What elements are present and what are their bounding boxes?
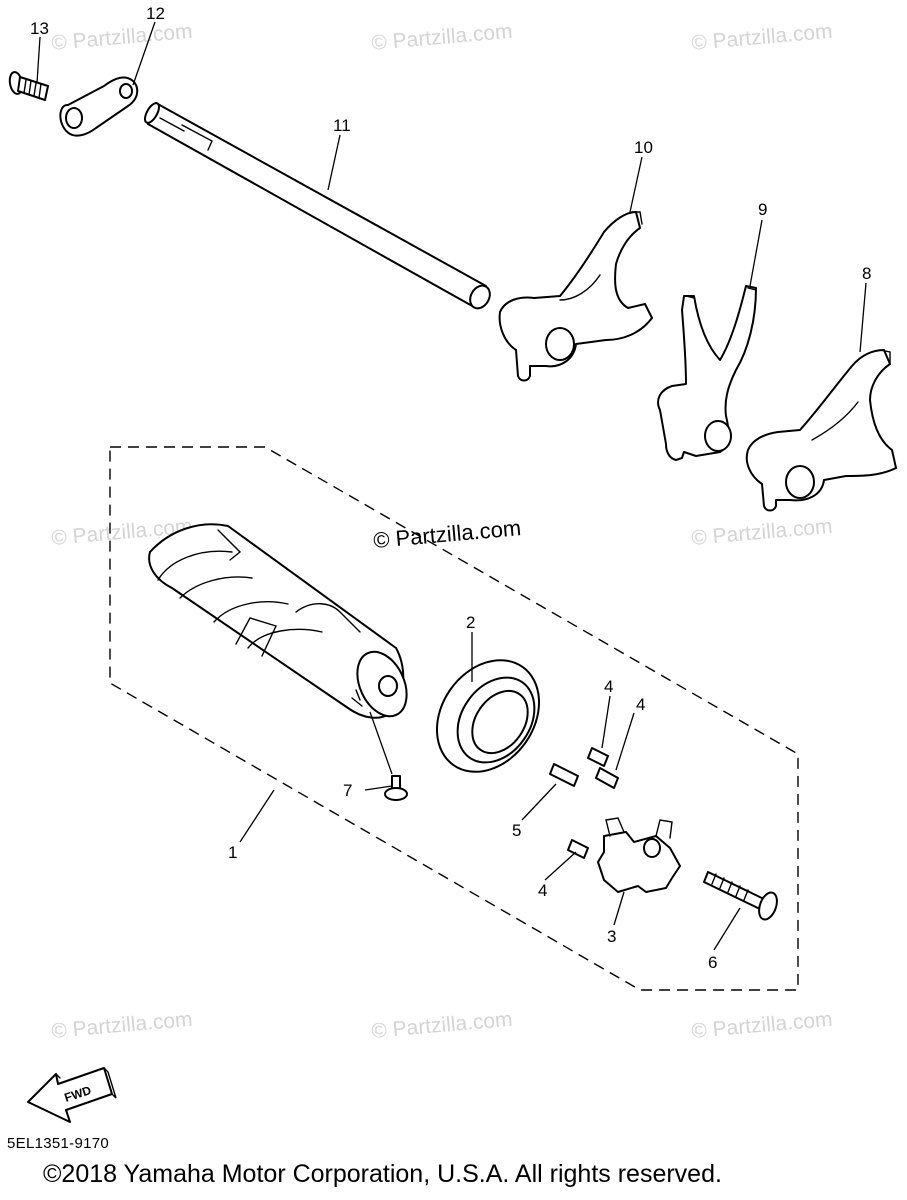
part-3-segment bbox=[597, 817, 681, 893]
part-10-shift-fork bbox=[498, 211, 653, 382]
watermark: © Partzilla.com bbox=[50, 20, 193, 55]
callout-4: 4 bbox=[538, 881, 547, 900]
part-9-shift-fork bbox=[657, 285, 757, 461]
callout-6: 6 bbox=[708, 953, 717, 972]
part-8-shift-fork bbox=[745, 349, 897, 512]
watermark: © Partzilla.com bbox=[370, 1008, 513, 1043]
watermark: © Partzilla.com bbox=[690, 1008, 833, 1043]
leader-lines bbox=[36, 21, 867, 951]
watermark: © Partzilla.com bbox=[690, 20, 833, 55]
callout-labels: 13 12 11 10 9 8 2 4 4 5 4 3 6 7 1 bbox=[30, 4, 871, 972]
part-1-shift-drum bbox=[148, 523, 408, 719]
diagram-code: 5EL1351-9170 bbox=[7, 1135, 110, 1152]
fwd-arrow-icon: FWD bbox=[27, 1067, 117, 1123]
watermark: © Partzilla.com bbox=[370, 20, 513, 55]
part-12-lever bbox=[59, 76, 139, 137]
callout-5: 5 bbox=[512, 821, 521, 840]
part-2-bearing bbox=[435, 659, 541, 773]
watermark-layer: © Partzilla.com © Partzilla.com © Partzi… bbox=[50, 20, 833, 1043]
callout-4: 4 bbox=[636, 695, 645, 714]
callout-1: 1 bbox=[228, 843, 237, 862]
part-7-bolt bbox=[384, 775, 408, 801]
callout-7: 7 bbox=[343, 781, 352, 800]
callout-9: 9 bbox=[758, 200, 767, 219]
callout-10: 10 bbox=[634, 138, 653, 157]
callout-4: 4 bbox=[604, 677, 613, 696]
part-6-screw bbox=[703, 871, 778, 921]
part-13-screw bbox=[8, 71, 49, 101]
watermark: © Partzilla.com bbox=[50, 1008, 193, 1043]
callout-2: 2 bbox=[466, 613, 475, 632]
part-11-guide-bar bbox=[144, 102, 491, 310]
part-5-pin bbox=[549, 763, 579, 787]
assembly-outline bbox=[109, 446, 799, 991]
callout-8: 8 bbox=[862, 264, 871, 283]
callout-12: 12 bbox=[146, 4, 165, 23]
copyright-notice: ©2018 Yamaha Motor Corporation, U.S.A. A… bbox=[43, 1160, 722, 1188]
callout-11: 11 bbox=[333, 116, 351, 135]
watermark-center: © Partzilla.com bbox=[372, 515, 522, 553]
callout-3: 3 bbox=[607, 927, 616, 946]
watermark: © Partzilla.com bbox=[690, 515, 833, 550]
callout-13: 13 bbox=[30, 19, 49, 38]
part-4-pins bbox=[567, 747, 619, 859]
